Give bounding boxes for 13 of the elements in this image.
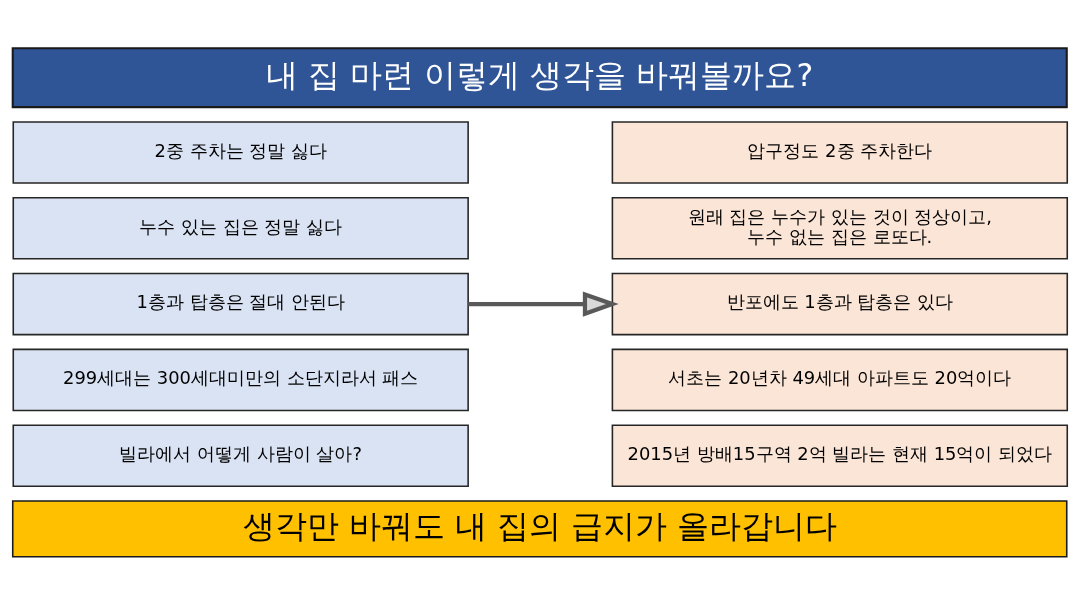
node-box: 1층과 탑층은 절대 안된다 — [12, 272, 469, 335]
node-box: 2중 주차는 정말 싫다 — [12, 120, 469, 184]
arrow — [468, 291, 619, 317]
node-box: 누수 있는 집은 정말 싫다 — [12, 196, 469, 260]
node-box: 내 집 마련 이렇게 생각을 바꿔볼까요? — [11, 46, 1068, 108]
node-box: 압구정도 2중 주차한다 — [611, 120, 1069, 184]
node-box: 반포에도 1층과 탑층은 있다 — [611, 272, 1069, 335]
node-box: 2015년 방배15구역 2억 빌라는 현재 15억이 되었다 — [611, 423, 1069, 487]
node-box: 원래 집은 누수가 있는 것이 정상이고, 누수 없는 집은 로또다. — [611, 196, 1069, 260]
node-box: 299세대는 300세대미만의 소단지라서 패스 — [12, 348, 469, 411]
node-box: 생각만 바꿔도 내 집의 급지가 올라갑니다 — [11, 499, 1068, 558]
node-box: 서초는 20년차 49세대 아파트도 20억이다 — [611, 348, 1069, 411]
node-box: 빌라에서 어떻게 사람이 살아? — [12, 423, 469, 487]
